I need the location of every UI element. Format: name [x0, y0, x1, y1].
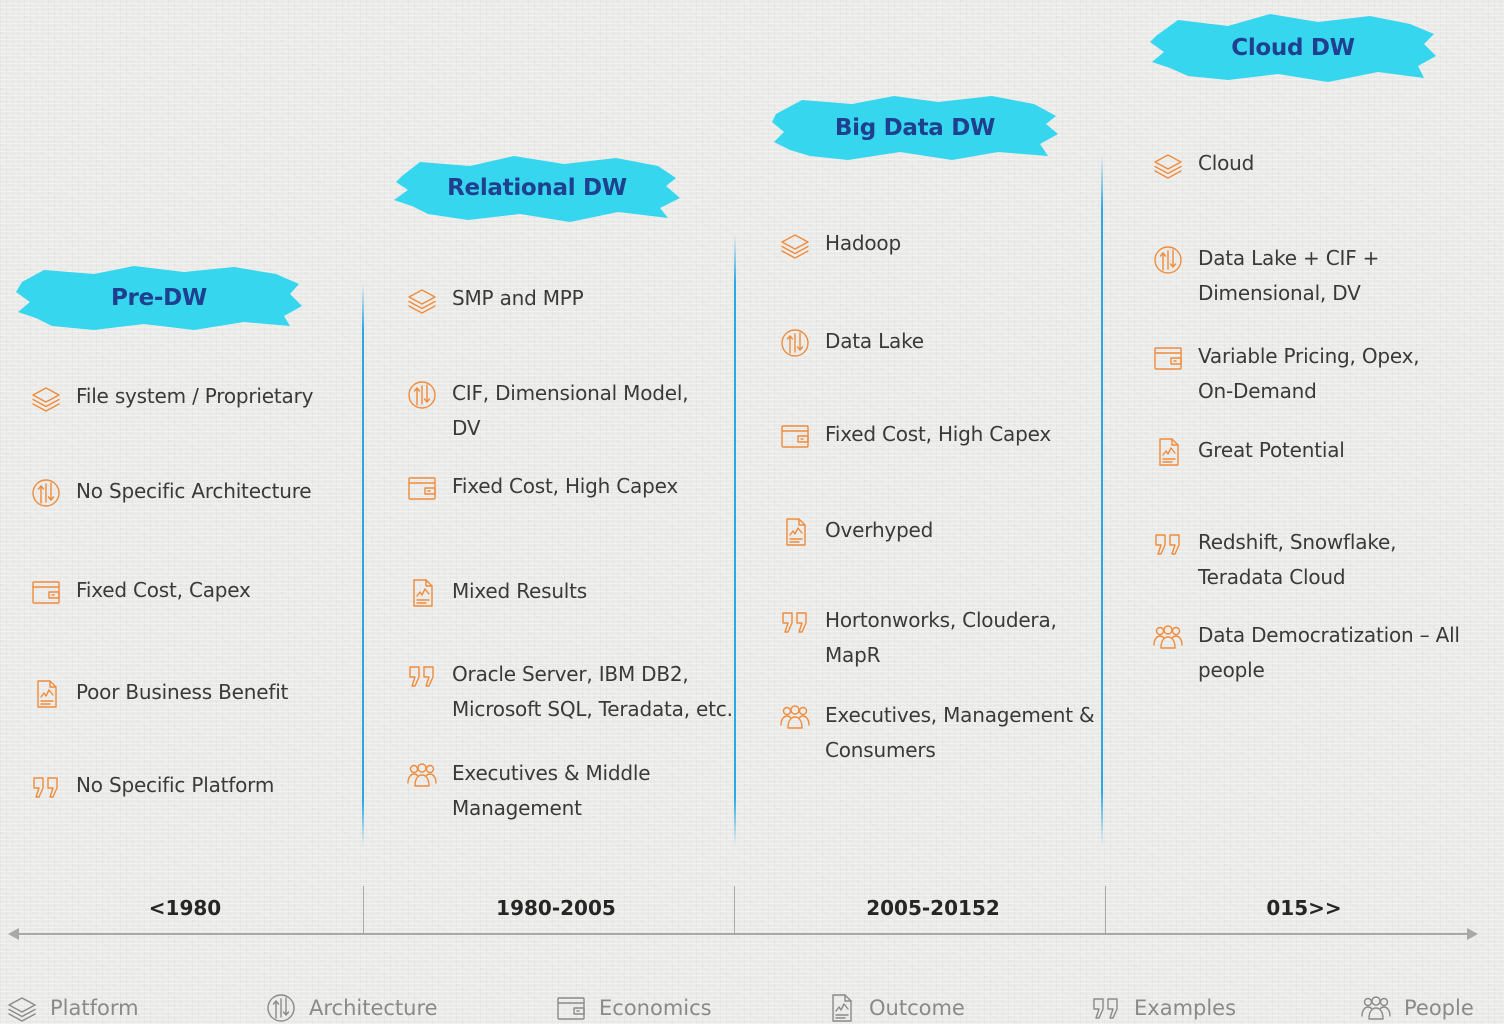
timeline-divider [1101, 154, 1103, 846]
wallet-icon [555, 992, 587, 1024]
report-icon [30, 678, 62, 710]
era-header-pre-dw: Pre-DW [14, 262, 304, 334]
era-item-text: SMP and MPP [452, 286, 584, 310]
layers-icon [30, 382, 62, 414]
era-item-text: Data Lake [825, 329, 924, 353]
architecture-icon [779, 327, 811, 359]
era-item-text: File system / Proprietary [76, 384, 314, 408]
report-icon [1152, 436, 1184, 468]
era-item-text: Executives, Management & Consumers [825, 703, 1095, 762]
brush-stroke [394, 156, 680, 222]
people-icon [1360, 992, 1392, 1024]
quote-icon [1090, 992, 1122, 1024]
era-item-text: Poor Business Benefit [76, 680, 289, 704]
era-item-text: Hadoop [825, 231, 901, 255]
era-title: Cloud DW [1231, 35, 1355, 61]
era-item-text: Fixed Cost, High Capex [452, 474, 678, 498]
brush-stroke [16, 266, 302, 330]
period-label: 1980-2005 [496, 896, 616, 920]
era-item-text: Data Democratization – All people [1198, 623, 1460, 682]
era-title: Pre-DW [110, 285, 207, 311]
era-title: Big Data DW [834, 115, 996, 141]
period-separator [363, 886, 364, 934]
era-item-text: Oracle Server, IBM DB2, Microsoft SQL, T… [452, 662, 733, 721]
architecture-icon [1152, 244, 1184, 276]
legend-label: Architecture [309, 996, 438, 1020]
arrow-right-icon [1467, 928, 1478, 940]
era-item-text: Overhyped [825, 518, 934, 542]
era-item-text: Great Potential [1198, 438, 1345, 462]
era-item-text: Fixed Cost, High Capex [825, 422, 1051, 446]
brush-stroke [772, 96, 1058, 160]
era-item-text: CIF, Dimensional Model, DV [452, 381, 689, 440]
report-icon [406, 577, 438, 609]
quote-icon [30, 771, 62, 803]
wallet-icon [779, 420, 811, 452]
legend-label: People [1404, 996, 1474, 1020]
architecture-icon [265, 992, 297, 1024]
era-item-text: Variable Pricing, Opex, On-Demand [1198, 344, 1420, 403]
quote-icon [1152, 528, 1184, 560]
era-item-text: Redshift, Snowflake, Teradata Cloud [1198, 530, 1397, 589]
architecture-icon [406, 379, 438, 411]
layers-icon [406, 284, 438, 316]
era-item-text: Executives & Middle Management [452, 761, 651, 820]
period-separator [734, 886, 735, 934]
people-icon [1152, 621, 1184, 653]
quote-icon [779, 606, 811, 638]
period-separator [1105, 886, 1106, 934]
report-icon [779, 516, 811, 548]
people-icon [406, 759, 438, 791]
quote-icon [406, 660, 438, 692]
era-header-big-data-dw: Big Data DW [770, 92, 1060, 164]
brush-stroke [1150, 14, 1436, 82]
layers-icon [6, 992, 38, 1024]
period-label: 015>> [1266, 896, 1342, 920]
wallet-icon [30, 576, 62, 608]
report-icon [825, 992, 857, 1024]
timeline-divider [362, 284, 364, 846]
era-item-text: Mixed Results [452, 579, 588, 603]
era-item-text: Hortonworks, Cloudera, MapR [825, 608, 1057, 667]
arrow-left-icon [8, 928, 19, 940]
layers-icon [779, 229, 811, 261]
people-icon [779, 701, 811, 733]
era-item-text: Cloud [1198, 151, 1255, 175]
wallet-icon [1152, 342, 1184, 374]
layers-icon [1152, 149, 1184, 181]
period-label: 2005-20152 [866, 896, 1000, 920]
legend-label: Examples [1134, 996, 1237, 1020]
legend-label: Economics [599, 996, 712, 1020]
era-title: Relational DW [447, 175, 627, 201]
timeline-divider [734, 234, 736, 846]
era-item-text: No Specific Platform [76, 773, 275, 797]
era-item-text: Fixed Cost, Capex [76, 578, 251, 602]
era-item-text: Data Lake + CIF + Dimensional, DV [1198, 246, 1380, 305]
legend-label: Outcome [869, 996, 965, 1020]
wallet-icon [406, 472, 438, 504]
period-label: <1980 [148, 896, 222, 920]
legend-label: Platform [50, 996, 139, 1020]
era-header-relational-dw: Relational DW [392, 152, 682, 224]
timeline-axis [10, 933, 1476, 935]
era-item-text: No Specific Architecture [76, 479, 312, 503]
architecture-icon [30, 477, 62, 509]
era-header-cloud-dw: Cloud DW [1148, 12, 1438, 84]
